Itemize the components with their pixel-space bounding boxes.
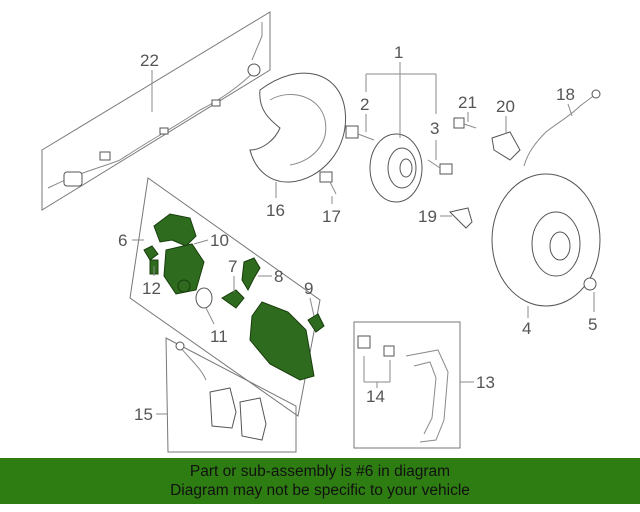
parts-diagram: 22 16 17 1 2 3 21 20 (41, 11, 601, 453)
callout-3: 3 (430, 119, 439, 138)
callout-8: 8 (274, 267, 283, 286)
bolt-17-part (319, 171, 337, 195)
callout-22: 22 (140, 51, 159, 70)
banner-line-2: Diagram may not be specific to your vehi… (170, 482, 470, 499)
wheel-hub-part (369, 133, 423, 203)
bolt-3-part (427, 159, 453, 175)
caliper-assembly-panel (129, 177, 325, 417)
callout-5: 5 (588, 315, 597, 334)
brake-disc-part (491, 173, 601, 307)
callout-15: 15 (134, 405, 153, 424)
banner-line-1: Part or sub-assembly is #6 in diagram (189, 463, 451, 480)
bolt-5-part (583, 277, 597, 291)
callout-20: 20 (496, 97, 515, 116)
dust-shield-part (249, 72, 347, 183)
callout-2: 2 (360, 95, 369, 114)
sensor-wire-panel (41, 11, 271, 211)
sensor-20-part (491, 131, 521, 161)
callout-6: 6 (118, 231, 127, 250)
brake-pad-panel (165, 337, 297, 453)
bolt-2-part (345, 125, 375, 141)
brake-hose-part (523, 89, 601, 167)
callout-11: 11 (210, 327, 228, 346)
callout-18: 18 (556, 85, 575, 104)
clip-19-part (449, 207, 473, 229)
callout-13: 13 (476, 373, 495, 392)
notice-banner: Part or sub-assembly is #6 in diagram Di… (0, 458, 640, 504)
callout-17: 17 (322, 207, 341, 226)
callout-4: 4 (522, 319, 531, 338)
callout-9: 9 (304, 279, 313, 298)
callout-16: 16 (266, 201, 285, 220)
callout-1: 1 (394, 43, 403, 62)
callout-12: 12 (142, 279, 161, 298)
callout-7: 7 (228, 257, 237, 276)
callout-14: 14 (366, 387, 385, 406)
bolt-21-part (453, 117, 477, 129)
callout-10: 10 (210, 231, 229, 250)
callout-19: 19 (418, 207, 437, 226)
callout-21: 21 (458, 93, 477, 112)
guide-bracket-panel (353, 321, 461, 449)
